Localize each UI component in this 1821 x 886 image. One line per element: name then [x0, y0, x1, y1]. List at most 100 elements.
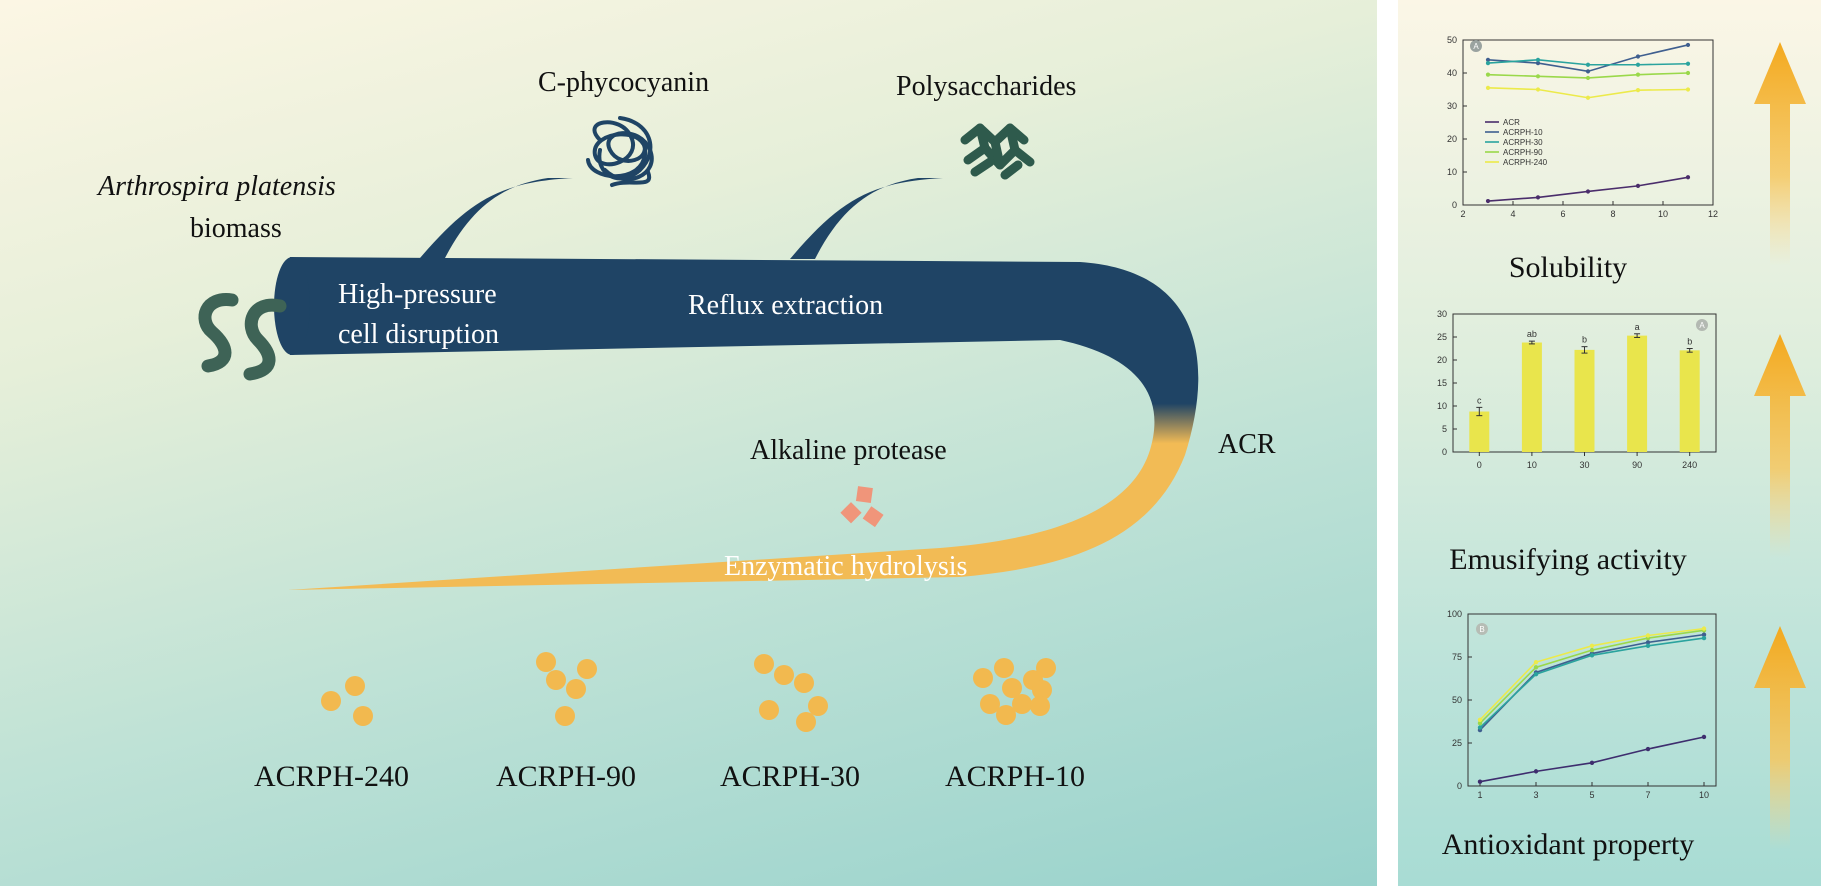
- y-tick-label: 25: [1452, 738, 1462, 748]
- y-tick-label: 30: [1437, 309, 1447, 319]
- y-tick-label: 20: [1447, 134, 1457, 144]
- product-label-acrph-90: ACRPH-90: [496, 760, 637, 793]
- enzyme-label: Alkaline protease: [750, 435, 947, 466]
- increase-arrow-antioxidant: [1754, 626, 1806, 850]
- data-point: [1477, 721, 1483, 726]
- x-tick-label: 4: [1510, 209, 1515, 219]
- series-line-acrph-10: [1487, 44, 1689, 73]
- data-point: [1485, 198, 1491, 204]
- y-tick-label: 0: [1442, 447, 1447, 457]
- significance-letter: ab: [1527, 329, 1537, 339]
- data-point: [1477, 717, 1483, 722]
- legend-label: ACRPH-90: [1503, 148, 1543, 157]
- y-tick-label: 0: [1452, 200, 1457, 210]
- x-tick-label: 7: [1645, 790, 1650, 800]
- process-diagram: Arthrospira platensis biomass High-press…: [0, 0, 1377, 886]
- step1-label-line1: High-pressure: [338, 279, 497, 310]
- data-point: [1535, 74, 1541, 79]
- trunk-inlet: [274, 257, 310, 355]
- data-point: [1685, 42, 1691, 48]
- x-tick-label: 8: [1610, 209, 1615, 219]
- data-point: [1535, 87, 1541, 92]
- data-point: [1685, 87, 1691, 92]
- y-tick-label: 0: [1457, 781, 1462, 791]
- alkaline-protease-icon: [840, 486, 884, 528]
- data-point: [1533, 769, 1539, 774]
- y-tick-label: 50: [1452, 695, 1462, 705]
- legend-label: ACRPH-10: [1503, 128, 1543, 137]
- data-point: [1701, 632, 1707, 637]
- data-point: [1685, 175, 1691, 180]
- spirulina-icon: [198, 293, 287, 381]
- plot-frame: [1462, 39, 1714, 206]
- x-tick-label: 240: [1682, 460, 1697, 470]
- x-tick-label: 10: [1527, 460, 1537, 470]
- data-point: [1635, 54, 1641, 59]
- legend-label: ACRPH-30: [1503, 138, 1543, 147]
- x-tick-label: 2: [1460, 209, 1465, 219]
- y-tick-label: 5: [1442, 424, 1447, 434]
- x-tick-label: 3: [1533, 790, 1538, 800]
- x-tick-label: 10: [1658, 209, 1668, 219]
- y-tick-label: 15: [1437, 378, 1447, 388]
- x-tick-label: 12: [1708, 209, 1718, 219]
- data-point: [1535, 61, 1541, 66]
- legend-label: ACR: [1503, 118, 1520, 127]
- data-point: [1477, 725, 1483, 730]
- process-trunk: [288, 257, 1199, 590]
- bar-10: [1521, 342, 1542, 452]
- product-label-acrph-30: ACRPH-30: [720, 760, 861, 793]
- y-tick-label: 25: [1437, 332, 1447, 342]
- data-point: [1701, 626, 1707, 631]
- data-point: [1589, 760, 1595, 765]
- c-phycocyanin-icon: [586, 116, 654, 187]
- data-point: [1485, 61, 1491, 66]
- data-point: [1585, 62, 1591, 67]
- y-tick-label: 75: [1452, 652, 1462, 662]
- bar-30: [1574, 349, 1595, 452]
- y-tick-label: 40: [1447, 68, 1457, 78]
- panel-letter: B: [1479, 625, 1484, 634]
- data-point: [1533, 665, 1539, 670]
- y-tick-label: 30: [1447, 101, 1457, 111]
- polysaccharides-icon: [960, 123, 1035, 180]
- data-point: [1585, 75, 1591, 81]
- y-tick-label: 100: [1447, 609, 1462, 619]
- beads-acrph-240: [321, 676, 373, 726]
- data-point: [1477, 779, 1483, 784]
- byproduct-polysaccharides-label: Polysaccharides: [896, 71, 1077, 102]
- product-label-acrph-10: ACRPH-10: [945, 760, 1086, 793]
- significance-letter: b: [1687, 337, 1692, 347]
- x-tick-label: 6: [1560, 209, 1565, 219]
- data-point: [1585, 189, 1591, 194]
- data-point: [1589, 647, 1595, 653]
- panel-letter-badge: [1696, 319, 1708, 331]
- data-point: [1645, 746, 1651, 752]
- data-point: [1635, 88, 1641, 93]
- series-line-acr: [1487, 176, 1689, 202]
- step3-label: Enzymatic hydrolysis: [724, 551, 968, 582]
- y-tick-label: 10: [1447, 167, 1457, 177]
- data-point: [1589, 653, 1595, 658]
- panel-letter: A: [1699, 321, 1705, 330]
- data-point: [1645, 640, 1651, 645]
- source-label-line1: Arthrospira platensis: [98, 171, 336, 202]
- significance-letter: b: [1582, 335, 1587, 345]
- source-label-line2: biomass: [190, 213, 282, 244]
- process-flow-graphic: [198, 116, 1199, 732]
- data-point: [1585, 95, 1591, 100]
- significance-letter: c: [1477, 395, 1482, 405]
- panel-letter-badge: [1470, 40, 1482, 52]
- beads-acrph-90: [536, 652, 597, 726]
- data-point: [1635, 183, 1641, 188]
- data-point: [1535, 57, 1541, 62]
- data-point: [1485, 57, 1491, 62]
- data-point: [1535, 195, 1541, 200]
- intermediate-acr-label: ACR: [1218, 429, 1276, 460]
- x-tick-label: 10: [1699, 790, 1709, 800]
- plot-frame: [1467, 613, 1717, 787]
